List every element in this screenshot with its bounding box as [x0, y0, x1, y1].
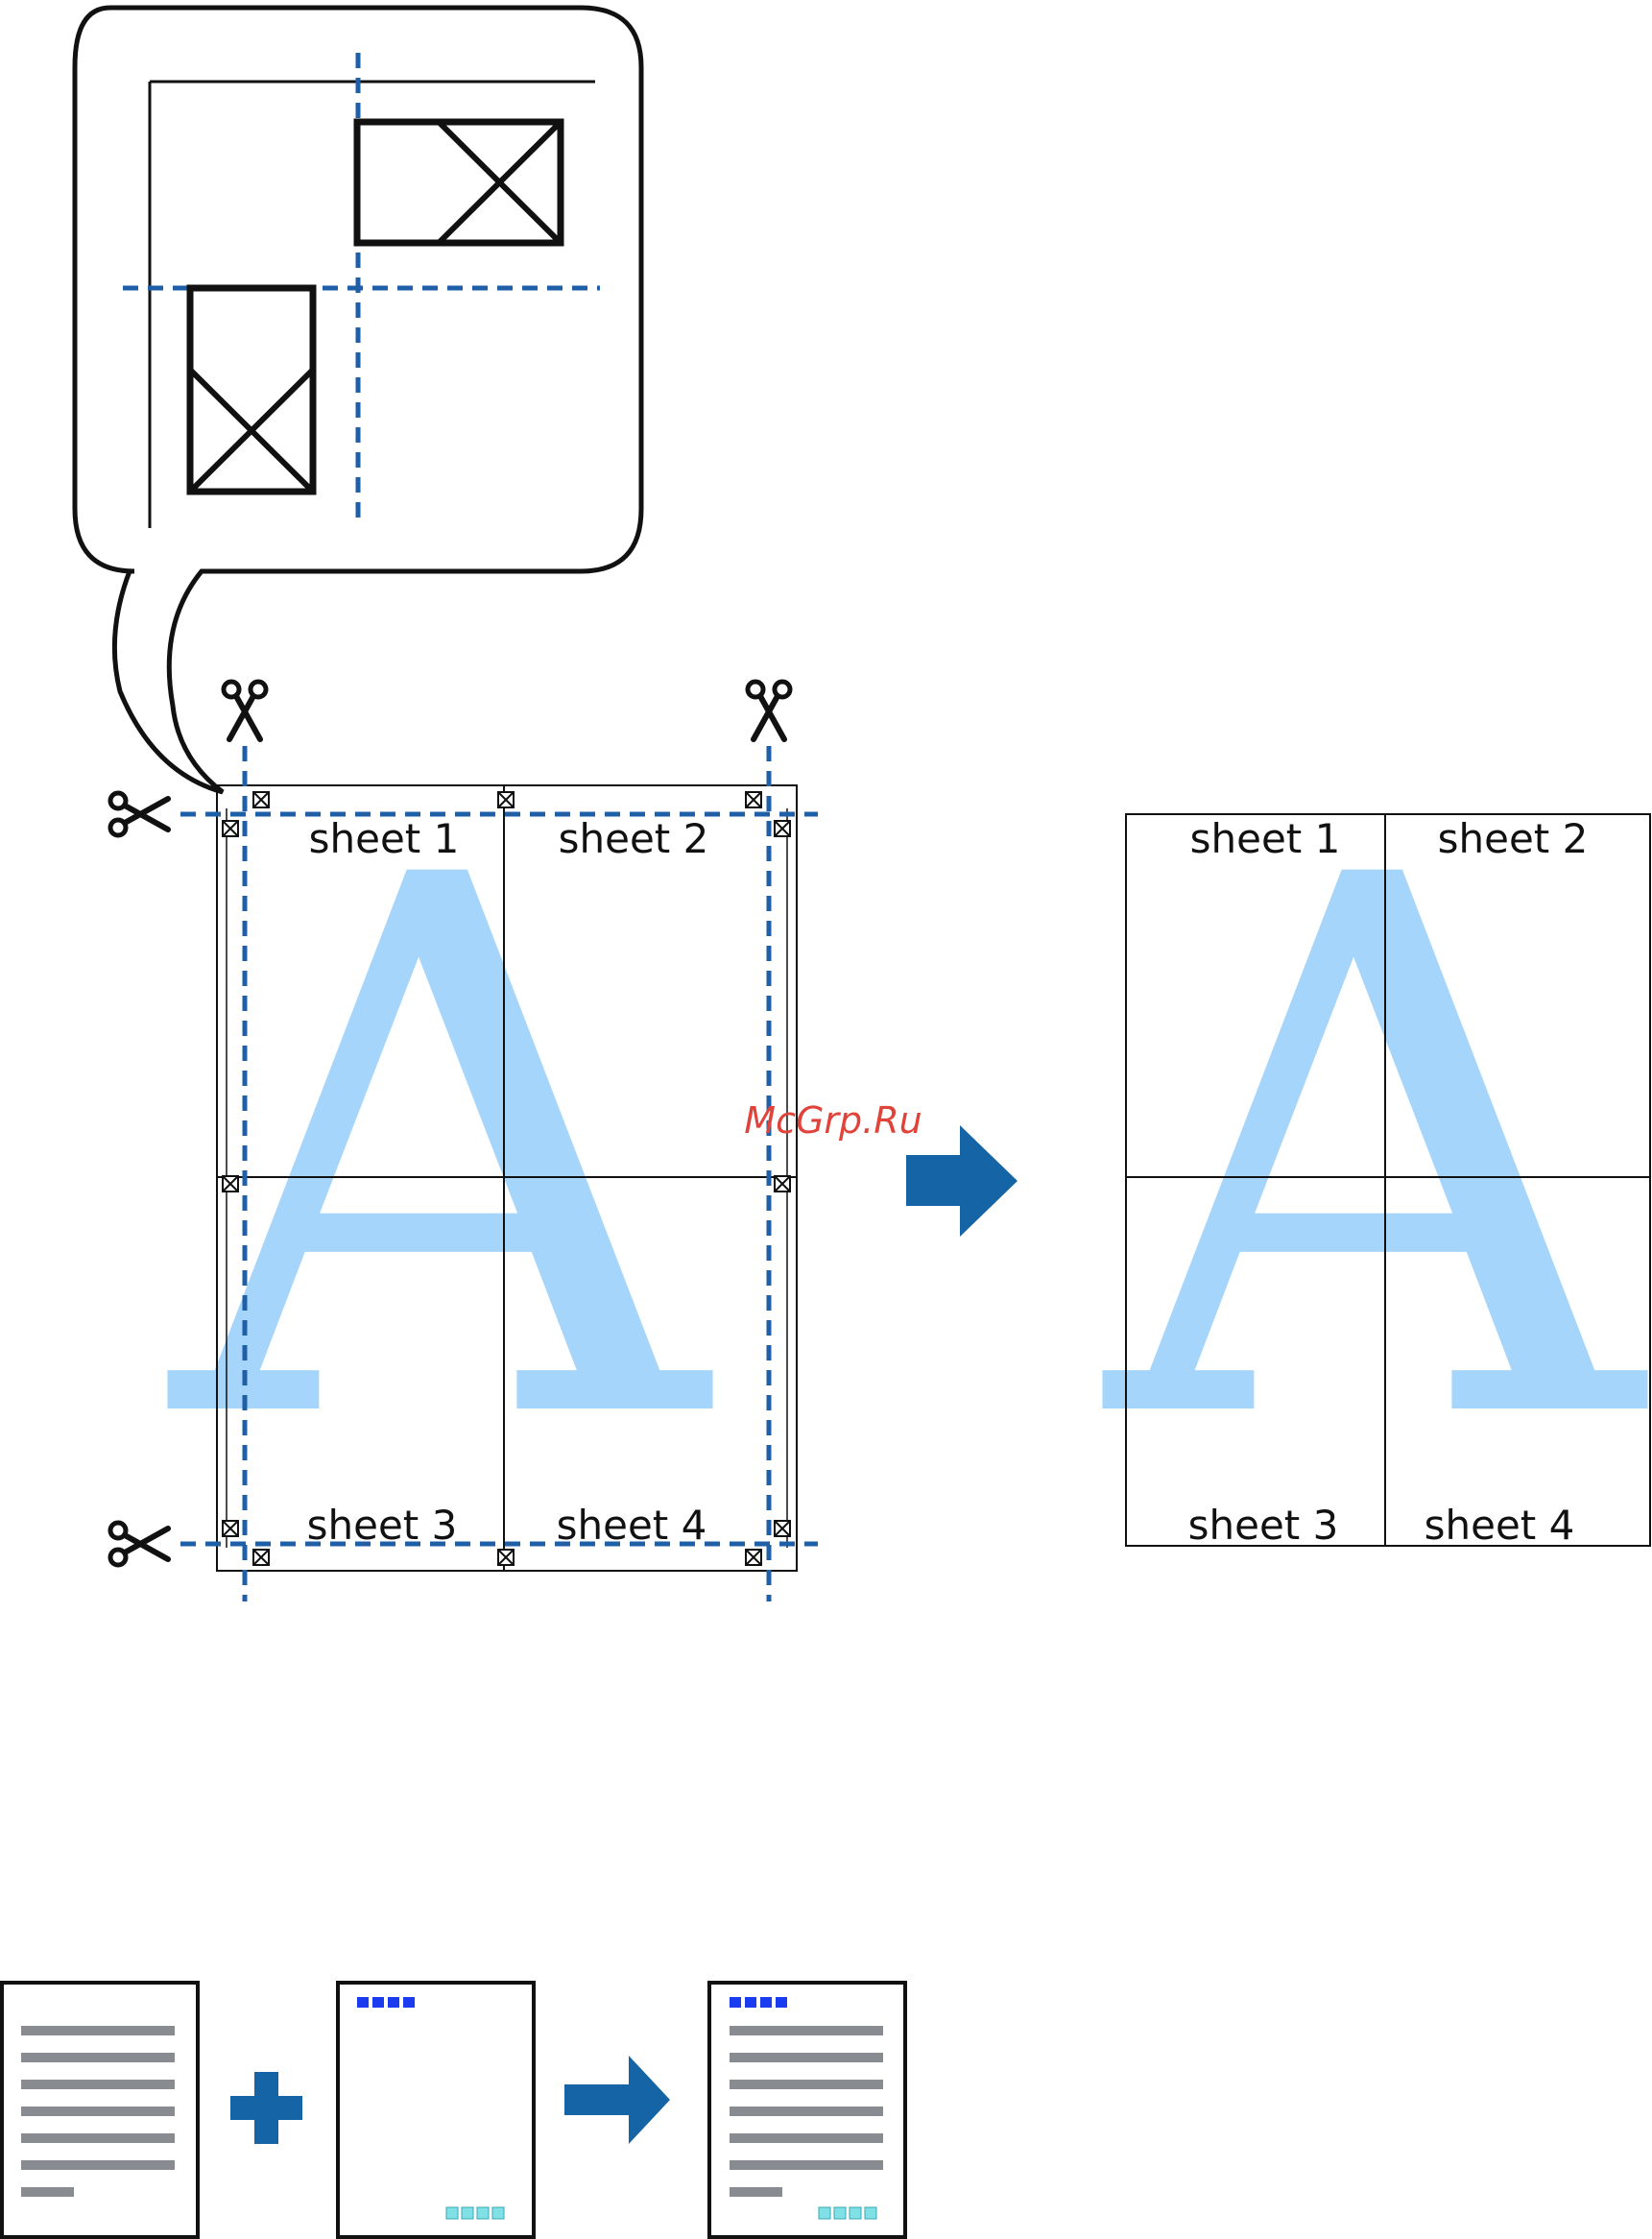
left-sheet-2-label: sheet 2: [559, 815, 709, 862]
right-sheet-4-label: sheet 4: [1425, 1502, 1575, 1549]
left-sheet-4-label: sheet 4: [557, 1502, 707, 1549]
scissors-icon: [748, 682, 790, 739]
watermark-text: McGrp.Ru: [744, 1099, 922, 1142]
plus-icon: [230, 2072, 302, 2144]
right-sheet-2-label: sheet 2: [1438, 815, 1589, 862]
overlap-mark-icon: [775, 1521, 790, 1536]
overlap-mark-icon: [498, 1550, 514, 1565]
right-sheet-3-label: sheet 3: [1188, 1502, 1339, 1549]
overlap-mark-icon: [223, 1521, 238, 1536]
overlap-mark-icon: [498, 792, 514, 807]
overlap-mark-icon: [746, 1550, 761, 1565]
left-layout: A sheet 1 sheet 2 sheet 3 sheet 4: [110, 682, 818, 1601]
zoom-callout: [75, 8, 641, 792]
right-sheet-1-label: sheet 1: [1190, 815, 1341, 862]
overlap-mark-icon: [223, 821, 238, 836]
right-layout: A sheet 1 sheet 2 sheet 3 sheet 4: [1095, 722, 1650, 1583]
overlap-mark-icon: [775, 821, 790, 836]
overlap-mark-icon: [253, 792, 269, 807]
overlap-mark-icon: [223, 1176, 238, 1192]
overlap-mark-icon: [775, 1176, 790, 1192]
overlap-mark-icon: [253, 1550, 269, 1565]
arrow-right-icon: [564, 2056, 670, 2144]
result-page-icon: [709, 1983, 905, 2237]
left-sheet-3-label: sheet 3: [307, 1502, 458, 1549]
scissors-icon: [110, 793, 168, 835]
scissors-icon: [110, 1523, 168, 1565]
overlay-page-icon: [338, 1983, 534, 2237]
document-icon: [2, 1983, 198, 2237]
left-sheet-1-label: sheet 1: [309, 815, 460, 862]
overlap-mark-icon: [746, 792, 761, 807]
arrow-right-icon: [906, 1125, 1018, 1237]
